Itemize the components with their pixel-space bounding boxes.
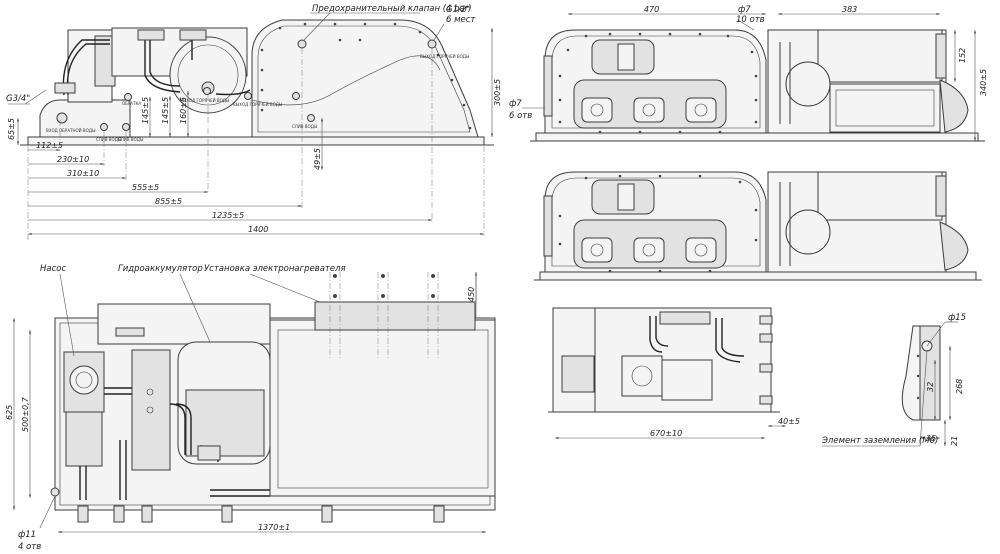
dim-230: 230±10 (57, 155, 89, 164)
label-heater-unit: Установка электронагревателя (204, 264, 346, 274)
dim-340: 340±5 (979, 69, 988, 96)
port-label-hot1: ВЫХОД ГОРЯЧЕЙ ВОДЫ (180, 98, 230, 103)
rear-pump (621, 355, 663, 397)
label-phi11: ф11 (18, 530, 36, 540)
label-pump: Насос (40, 264, 66, 274)
label-phi7-left-count: 6 отв (509, 111, 532, 121)
dim-152: 152 (958, 48, 967, 63)
dim-310: 310±10 (67, 169, 99, 178)
port-label-drain1: СЛИВ ВОДЫ (96, 137, 122, 142)
port-label-drain2: СЛИВ ВОДЫ (118, 137, 144, 142)
dim-470: 470 (644, 5, 659, 14)
label-phi7-right: ф7 (738, 5, 751, 15)
dim-40: 40±5 (778, 417, 800, 426)
rear-motor (661, 359, 713, 401)
dim-625: 625 (5, 405, 14, 420)
front-g12-fitting-1 (297, 39, 307, 49)
dim-1370: 1370±1 (258, 523, 290, 532)
bracket-detail: ф15 32 268 35 21 Элемент заземления (М6) (821, 313, 966, 447)
plan-feet (77, 505, 445, 523)
side-mid-bolts (558, 174, 758, 273)
label-safety-valve: Предохранительный клапан (4 bar) (312, 4, 472, 14)
label-phi11-count: 4 отв (18, 542, 41, 552)
front-housing-bolts (260, 22, 472, 130)
label-ground: Элемент заземления (М6) (821, 436, 938, 446)
front-heater-housing (251, 19, 479, 138)
port-label-return: ОБРАТКА (122, 101, 141, 106)
rear-view: 670±10 40±5 (548, 307, 800, 440)
dim-145a: 145±5 (141, 97, 150, 124)
dim-383: 383 (842, 5, 857, 14)
dim-35: 35 (926, 434, 936, 443)
dim-49: 49±5 (313, 148, 322, 170)
label-phi7-right-count: 10 отв (736, 15, 765, 25)
plan-heater-elements (314, 272, 476, 360)
side-top-upper-box (817, 29, 943, 83)
dim-300: 300±5 (493, 79, 502, 106)
plan-view: Насос Гидроаккумулятор Установка электро… (5, 264, 496, 552)
side-top-control-box (829, 83, 941, 133)
front-view: ВХОД ОБРАТНОЙ ВОДЫ СЛИВ ВОДЫ СЛИВ ВОДЫ О… (6, 4, 502, 240)
label-phi7-left: ф7 (509, 99, 522, 109)
side-view-middle (534, 171, 982, 281)
plan-manifold (131, 349, 171, 471)
side-top-bolts (558, 32, 758, 134)
dim-1235: 1235±5 (212, 211, 244, 220)
dim-268: 268 (955, 379, 964, 394)
label-g34: G3/4" (6, 94, 30, 104)
plan-control-box (97, 303, 271, 345)
dim-160: 160±5 (179, 97, 188, 124)
dim-555: 555±5 (132, 183, 159, 192)
side-top-heater-terminals (581, 97, 717, 123)
port-label-hot2: ВЫХОД ГОРЯЧЕЙ ВОДЫ (233, 102, 283, 107)
label-phi15: ф15 (948, 313, 966, 323)
plan-heater-box (269, 319, 496, 497)
dim-855: 855±5 (155, 197, 182, 206)
front-return-inlet (56, 112, 68, 124)
dim-112: 112±5 (36, 141, 63, 150)
rear-fittings (759, 315, 773, 405)
label-accumulator: Гидроаккумулятор (118, 264, 203, 274)
port-label-drain3: СЛИВ ВОДЫ (292, 124, 318, 129)
dim-1400: 1400 (248, 225, 268, 234)
front-dimensions: 112±5 230±10 310±10 555±5 855±5 1235±5 1… (7, 28, 502, 240)
dim-65: 65±5 (7, 118, 16, 140)
label-g12-count: 6 мест (446, 15, 476, 25)
dim-21: 21 (950, 436, 959, 446)
plan-mount-hole (50, 487, 60, 497)
side-view-top: ф7 10 отв ф7 6 отв 470 383 152 340±5 (509, 5, 988, 142)
dim-670: 670±10 (650, 429, 682, 438)
dim-450: 450 (467, 287, 476, 302)
dim-32: 32 (926, 382, 935, 392)
dim-500: 500±0,7 (21, 396, 30, 432)
front-g12-fitting-2 (427, 39, 437, 49)
port-label-hot3: ВЫХОД ГОРЯЧЕЙ ВОДЫ (420, 54, 470, 59)
dim-145b: 145±5 (161, 97, 170, 124)
port-label-return-inlet: ВХОД ОБРАТНОЙ ВОДЫ (46, 128, 96, 133)
side-top-accumulator (785, 61, 831, 107)
label-g12: G1/2" (446, 5, 470, 15)
